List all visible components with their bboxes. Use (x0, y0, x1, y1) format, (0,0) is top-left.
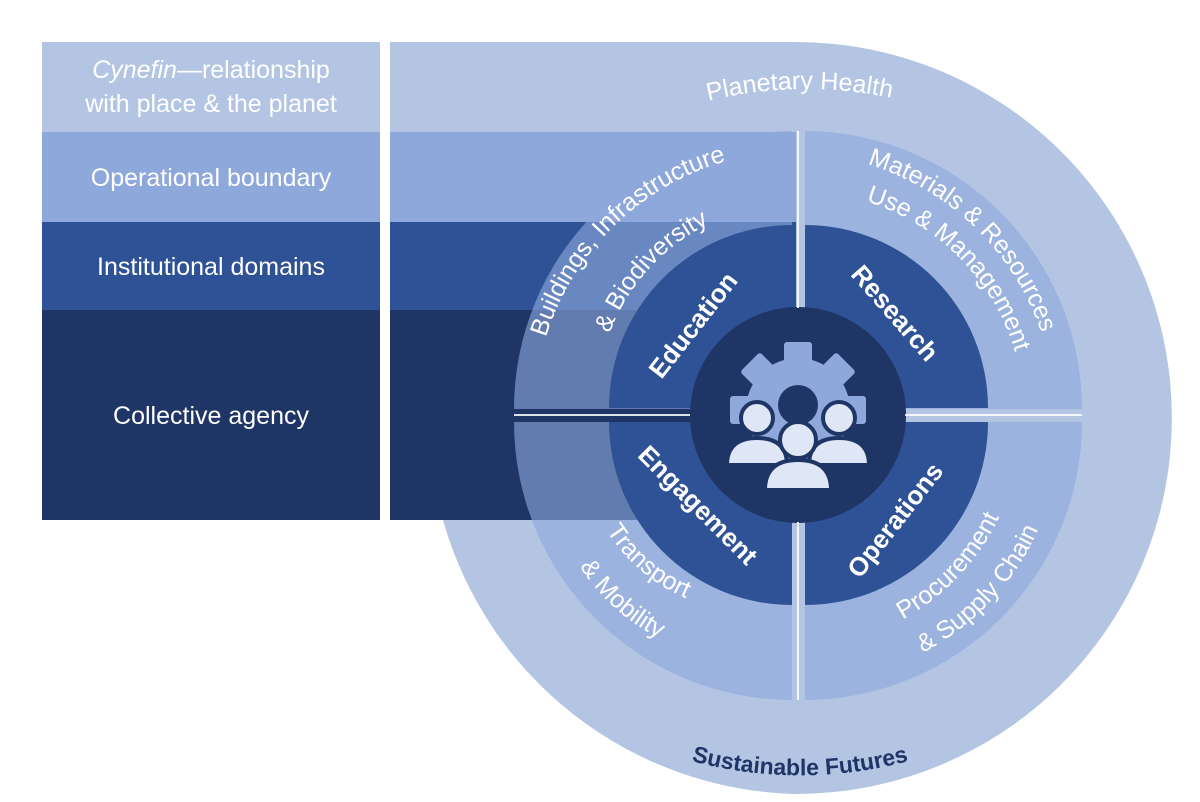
people-gear-icon (724, 342, 872, 492)
legend-row-collective (42, 310, 380, 520)
legend-institutional-label: Institutional domains (97, 253, 325, 281)
legend-row-operational (42, 132, 380, 222)
legend-row-cynefin (42, 42, 380, 132)
legend-operational-label: Operational boundary (91, 164, 332, 192)
legend-cynefin-line1: Cynefin—relationship (92, 56, 330, 84)
legend-collective-label: Collective agency (113, 402, 309, 430)
legend-cynefin-line2: with place & the planet (84, 90, 337, 118)
legend-row-institutional (42, 222, 380, 310)
segment-dividers (514, 131, 1082, 700)
legend: Cynefin—relationship with place & the pl… (42, 42, 380, 520)
